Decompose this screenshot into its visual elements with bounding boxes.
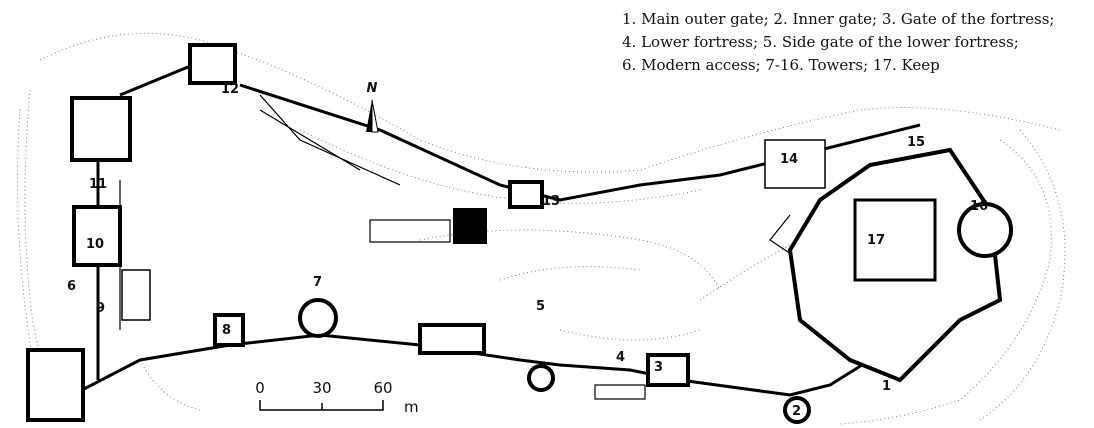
label-4: 4 [616, 350, 625, 365]
scale-bar: 0 30 60 m [255, 379, 418, 416]
north-arrow: N [366, 81, 379, 133]
tower-9 [26, 348, 85, 422]
tower-8 [213, 313, 245, 347]
label-14: 14 [780, 152, 798, 167]
building [121, 269, 151, 321]
plan-labels: 1 2 3 4 5 6 7 8 9 10 11 12 13 14 15 16 1… [67, 82, 988, 419]
label-9: 9 [96, 301, 105, 316]
tower-7 [298, 298, 338, 338]
scale-tick-30: 30 [312, 379, 331, 397]
gate-3 [646, 353, 690, 387]
wall-block [418, 323, 486, 355]
scale-unit: m [404, 398, 419, 416]
legend: 1. Main outer gate; 2. Inner gate; 3. Ga… [622, 8, 1054, 77]
tower-16 [957, 202, 1013, 258]
curtain-walls [81, 56, 921, 397]
building-14 [764, 139, 826, 189]
label-7: 7 [313, 275, 322, 290]
label-6: 6 [67, 279, 76, 294]
label-3: 3 [654, 360, 663, 375]
solid-building [453, 208, 487, 244]
legend-line-2: 4. Lower fortress; 5. Side gate of the l… [622, 33, 1019, 51]
structures [26, 43, 1013, 424]
tower-12 [188, 43, 237, 85]
tower-11 [70, 96, 132, 162]
tower-2 [783, 396, 811, 424]
label-1: 1 [882, 379, 891, 394]
label-13: 13 [542, 194, 560, 209]
legend-line-1: 1. Main outer gate; 2. Inner gate; 3. Ga… [622, 10, 1055, 28]
label-8: 8 [222, 323, 231, 338]
label-11: 11 [89, 177, 107, 192]
scale-tick-60: 60 [373, 379, 392, 397]
scale-tick-0: 0 [255, 379, 265, 397]
keep-17 [853, 198, 937, 282]
label-17: 17 [867, 233, 885, 248]
tower-10 [72, 205, 122, 267]
label-10: 10 [86, 237, 104, 252]
label-5: 5 [536, 299, 545, 314]
north-label: N [367, 81, 378, 96]
tower-13 [508, 180, 544, 209]
label-16: 16 [970, 199, 988, 214]
label-12: 12 [221, 82, 239, 97]
label-2: 2 [792, 404, 801, 419]
legend-line-3: 6. Modern access; 7-16. Towers; 17. Keep [622, 56, 940, 74]
tower-5 [527, 364, 555, 392]
label-15: 15 [907, 135, 925, 150]
